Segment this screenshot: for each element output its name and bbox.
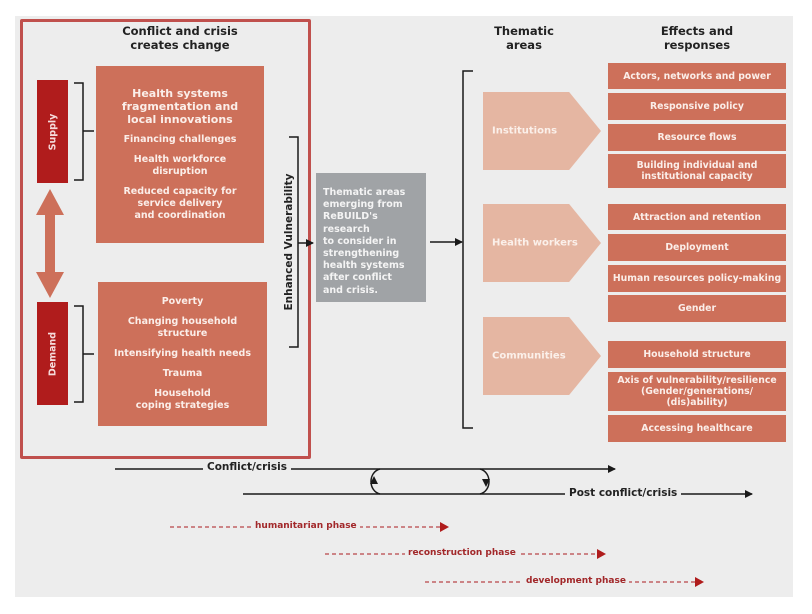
supply-item: Reduced capacity for service delivery an…	[123, 186, 237, 221]
vulnerability-bracket	[289, 136, 299, 348]
effect-box: Responsive policy	[608, 93, 786, 120]
supply-item: Financing challenges	[123, 134, 237, 145]
left-panel-title: Conflict and crisis creates change	[122, 24, 238, 52]
supply-box: Supply	[37, 80, 68, 183]
effect-box: Attraction and retention	[608, 204, 786, 230]
effect-box: Household structure	[608, 341, 786, 368]
post-conflict-crisis-label: Post conflict/crisis	[565, 487, 682, 499]
demand-bracket	[74, 305, 94, 403]
effect-box: Actors, networks and power	[608, 63, 786, 89]
supply-item: Health systems fragmentation and local i…	[121, 87, 239, 126]
effect-box: Resource flows	[608, 124, 786, 151]
supply-item: Health workforce disruption	[133, 154, 227, 177]
transition-loop	[370, 468, 490, 495]
supply-bracket	[74, 82, 94, 181]
loop-up-arrow-icon	[370, 476, 378, 484]
demand-item: Household coping strategies	[135, 388, 230, 411]
supply-demand-double-arrow	[36, 189, 64, 298]
demand-item: Poverty	[161, 296, 204, 307]
effect-box: Deployment	[608, 234, 786, 261]
demand-item: Trauma	[162, 368, 203, 379]
thematic-area-label: Health workers	[492, 237, 578, 249]
effect-box: Gender	[608, 295, 786, 322]
demand-box: Demand	[37, 302, 68, 405]
demand-factors-box: Poverty Changing household structure Int…	[98, 282, 267, 426]
thematic-area-label: Institutions	[492, 125, 558, 137]
loop-down-arrow-icon	[482, 479, 490, 487]
development-phase-label: development phase	[523, 576, 629, 586]
thematic-areas-heading: Thematic areas	[494, 24, 554, 52]
effect-box: Building individual and institutional ca…	[608, 154, 786, 188]
reconstruction-phase-label: reconstruction phase	[405, 548, 519, 558]
supply-factors-box: Health systems fragmentation and local i…	[96, 66, 264, 243]
effect-box: Accessing healthcare	[608, 415, 786, 442]
thematic-summary-box: Thematic areas emerging from ReBUILD's r…	[316, 173, 426, 302]
demand-item: Intensifying health needs	[114, 348, 251, 359]
humanitarian-phase-label: humanitarian phase	[252, 521, 360, 531]
effect-box: Human resources policy-making	[608, 265, 786, 292]
thematic-area-label: Communities	[492, 350, 566, 362]
effect-box: Axis of vulnerability/resilience (Gender…	[608, 372, 786, 411]
effects-heading: Effects and responses	[660, 24, 734, 52]
conflict-crisis-label: Conflict/crisis	[203, 461, 291, 473]
thematic-bracket	[462, 70, 473, 429]
demand-item: Changing household structure	[127, 316, 238, 339]
